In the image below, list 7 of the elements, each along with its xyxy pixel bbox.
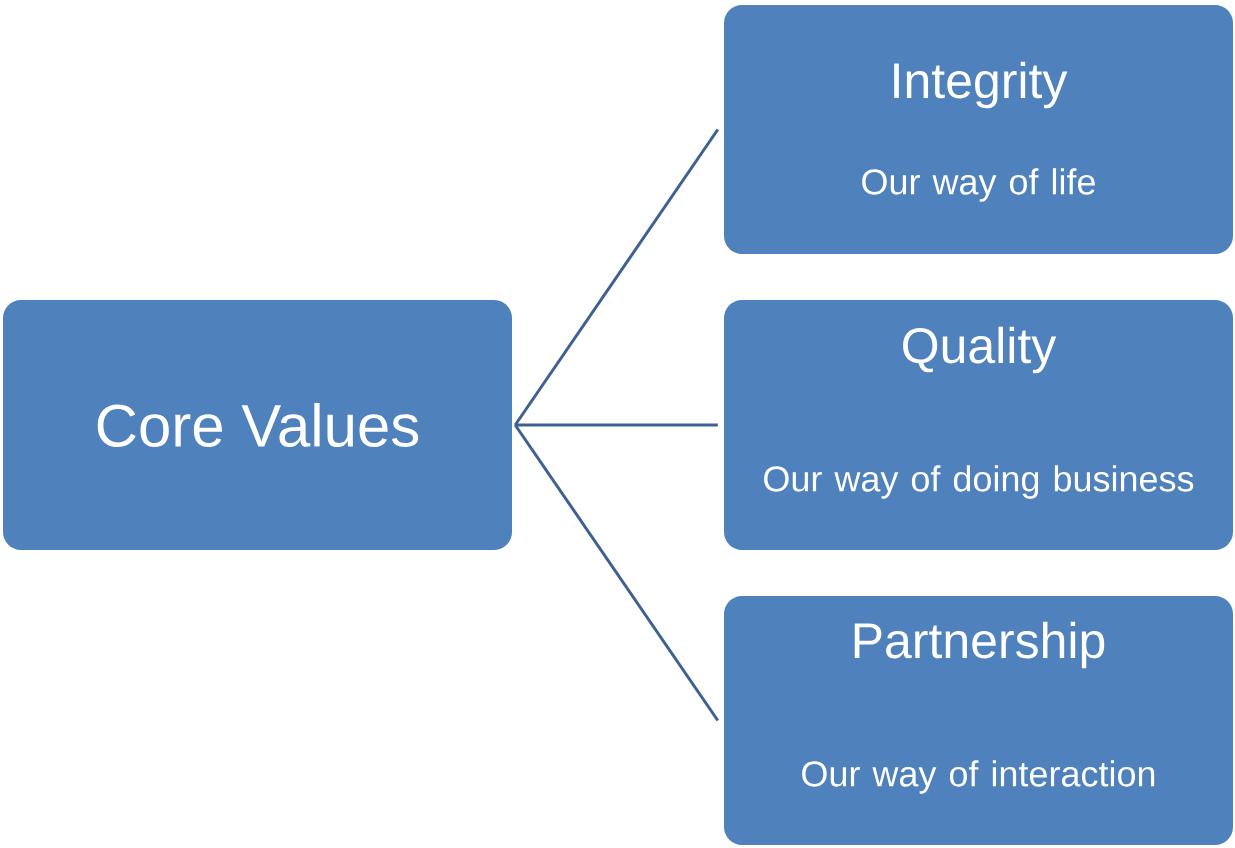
- connector-line: [515, 423, 718, 427]
- value-box: Partnership Our way of interaction: [724, 596, 1233, 845]
- value-box: Integrity Our way of life: [724, 5, 1233, 254]
- value-box: Core Values: [3, 300, 512, 550]
- connector-line: [513, 128, 720, 426]
- connector-line: [513, 424, 720, 722]
- value-box: Quality Our way of doing business: [724, 300, 1233, 550]
